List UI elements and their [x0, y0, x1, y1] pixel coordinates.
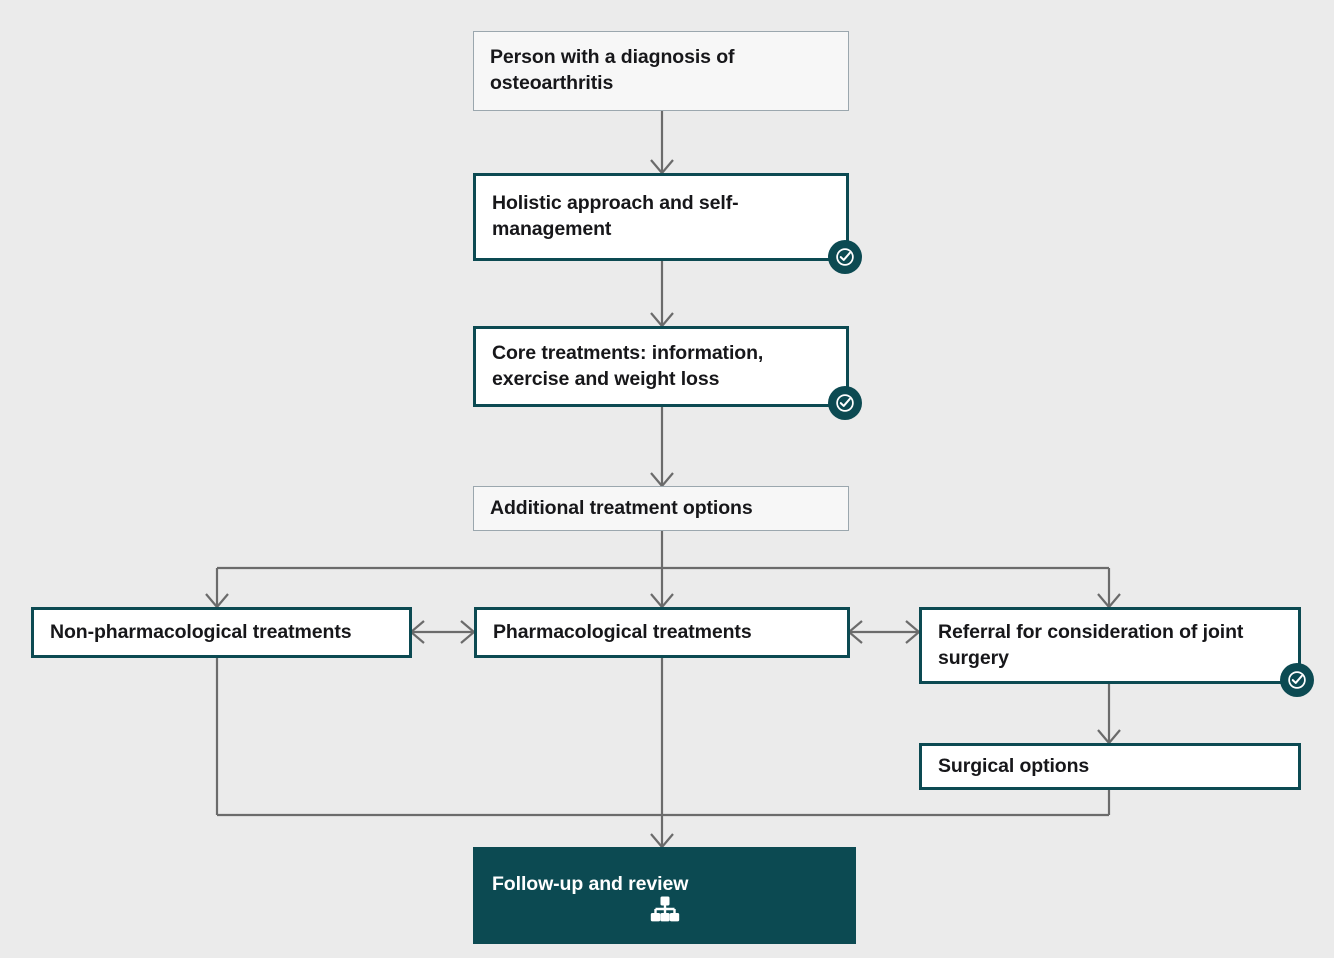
node-referral-surgery-label: Referral for consideration of joint surg… [938, 620, 1244, 669]
sitemap-icon [476, 895, 853, 923]
node-holistic-label: Holistic approach and self-management [492, 192, 739, 240]
node-surgical-options[interactable]: Surgical options [919, 743, 1301, 790]
check-circle-icon[interactable] [828, 240, 862, 274]
node-diagnosis[interactable]: Person with a diagnosis of osteoarthriti… [473, 31, 849, 111]
arrowhead-pharm-left [460, 620, 476, 644]
arrowhead-holistic [650, 159, 674, 175]
node-non-pharmacological-label: Non-pharmacological treatments [50, 620, 352, 643]
node-referral-surgery[interactable]: Referral for consideration of joint surg… [919, 607, 1314, 697]
node-pharmacological-label: Pharmacological treatments [493, 620, 752, 643]
arrowhead-nonpharm-left [409, 620, 425, 644]
arrowhead-nonpharm [205, 593, 229, 609]
arrowhead-referral-left [905, 620, 921, 644]
node-non-pharmacological[interactable]: Non-pharmacological treatments [31, 607, 412, 658]
node-additional-options-label: Additional treatment options [490, 496, 753, 519]
node-core-treatments[interactable]: Core treatments: information, exercise a… [473, 326, 862, 420]
node-follow-up[interactable]: Follow-up and review [473, 847, 856, 944]
node-surgical-options-label: Surgical options [938, 754, 1090, 777]
node-holistic[interactable]: Holistic approach and self-management [473, 173, 862, 274]
node-pharmacological[interactable]: Pharmacological treatments [474, 607, 850, 658]
arrowhead-pharm [650, 593, 674, 609]
arrowhead-followup [650, 833, 674, 849]
arrowhead-pharm-right [847, 620, 863, 644]
check-circle-icon[interactable] [828, 386, 862, 420]
node-core-treatments-label: Core treatments: information, exercise a… [492, 341, 764, 390]
arrowhead-core [650, 312, 674, 328]
arrowhead-additional [650, 472, 674, 488]
arrowhead-surgical [1097, 729, 1121, 745]
node-follow-up-label: Follow-up and review [492, 873, 689, 895]
node-diagnosis-label: Person with a diagnosis of osteoarthriti… [490, 46, 735, 94]
check-circle-icon[interactable] [1280, 663, 1314, 697]
node-additional-options[interactable]: Additional treatment options [473, 486, 849, 531]
arrowhead-referral [1097, 593, 1121, 609]
